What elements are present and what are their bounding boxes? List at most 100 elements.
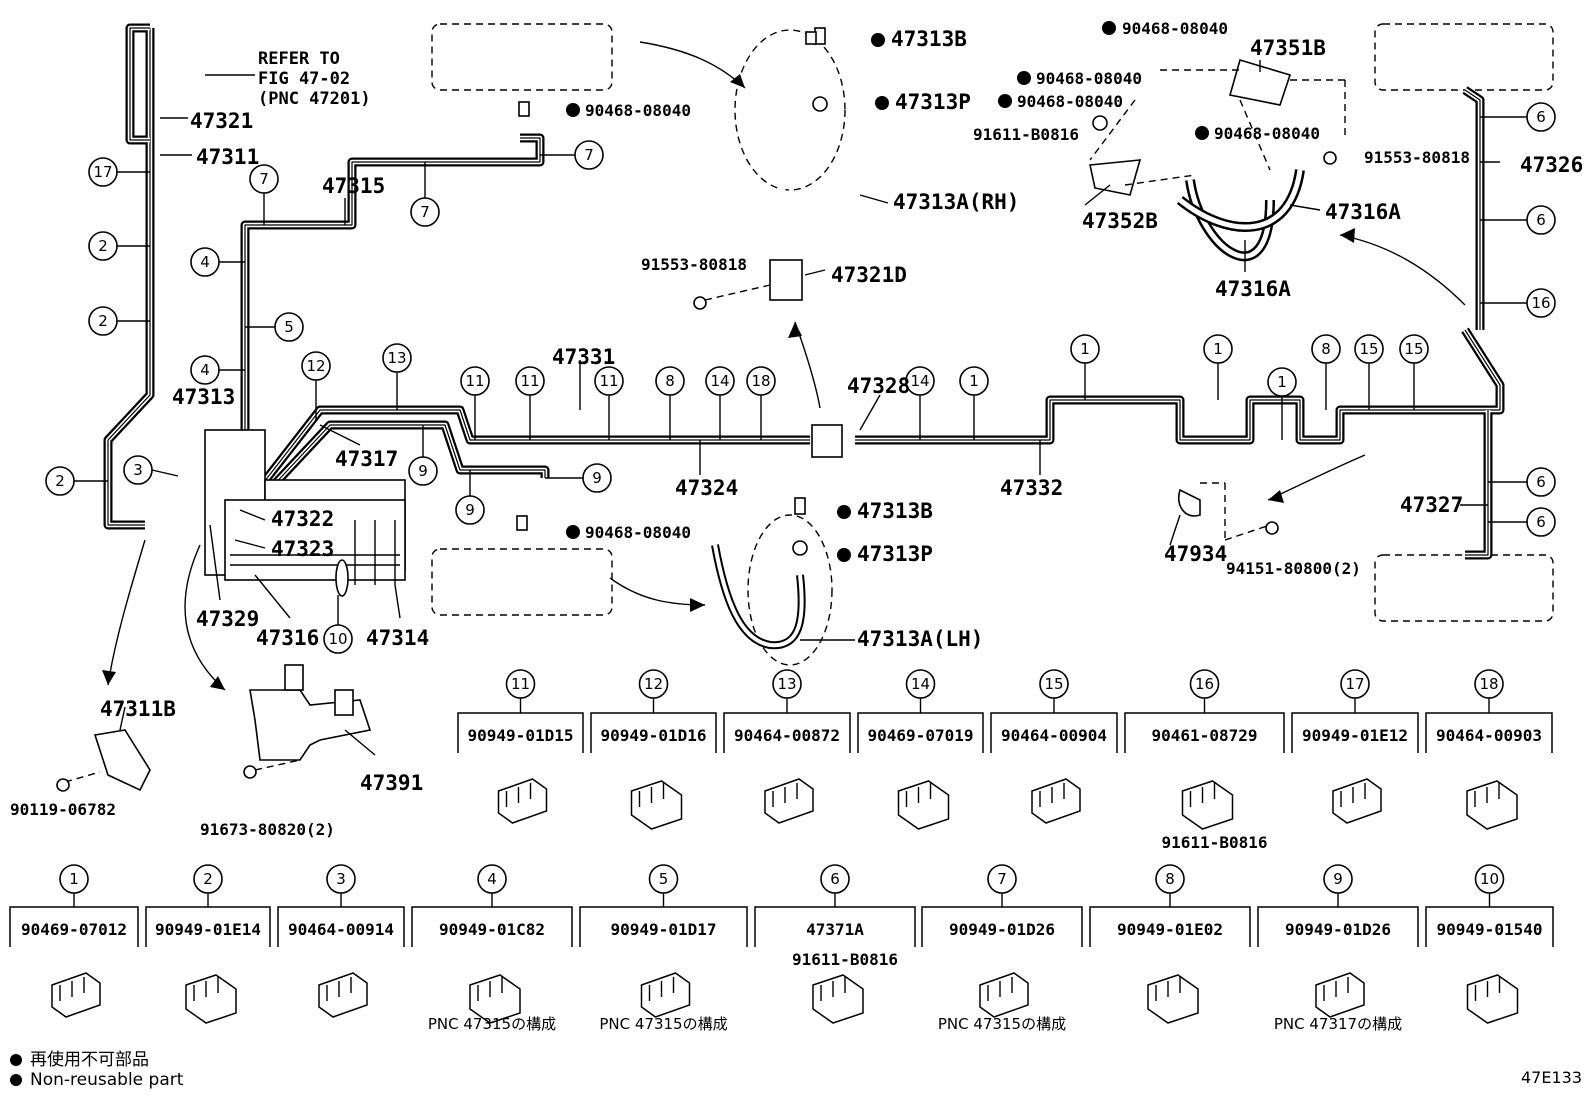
svg-text:12: 12 (306, 357, 325, 375)
svg-text:47327: 47327 (1400, 493, 1463, 517)
svg-text:4: 4 (200, 361, 210, 379)
svg-text:13: 13 (387, 349, 406, 367)
svg-text:16: 16 (1195, 675, 1214, 693)
svg-text:47311: 47311 (196, 145, 259, 169)
svg-text:8: 8 (1321, 340, 1331, 358)
svg-text:7: 7 (997, 870, 1007, 888)
svg-text:3: 3 (133, 461, 143, 479)
legend-en-text: Non-reusable part (30, 1070, 184, 1090)
svg-text:17: 17 (93, 163, 112, 181)
clip-callout-table: 1190949-01D151290949-01D161390464-008721… (9, 669, 1554, 1033)
svg-text:90119-06782: 90119-06782 (10, 800, 116, 819)
filled-dot-icon (10, 1054, 22, 1066)
hose-47313A-LH (711, 497, 833, 666)
svg-text:47313B: 47313B (857, 499, 933, 523)
clip-icon (1031, 778, 1081, 824)
diagram-labels: REFER TO FIG 47-02 (PNC 47201) 47321 473… (10, 19, 1583, 839)
svg-text:11: 11 (511, 675, 530, 693)
svg-text:90468-08040: 90468-08040 (585, 101, 691, 120)
svg-text:11: 11 (599, 372, 618, 390)
svg-text:90468-08040: 90468-08040 (585, 523, 691, 542)
svg-text:47321: 47321 (190, 109, 253, 133)
clip-extra-part: 91611-B0816 (1162, 833, 1268, 852)
svg-text:1: 1 (1213, 340, 1223, 358)
svg-text:47313: 47313 (172, 385, 235, 409)
clip-icon (1466, 780, 1518, 830)
clip-icon (185, 974, 237, 1024)
svg-text:2: 2 (98, 237, 108, 255)
svg-text:47321D: 47321D (831, 263, 907, 287)
clip-icon (640, 972, 691, 1018)
svg-text:16: 16 (1531, 294, 1550, 312)
filled-dot-icon (10, 1074, 22, 1086)
svg-text:47391: 47391 (360, 771, 423, 795)
svg-text:47314: 47314 (366, 626, 429, 650)
svg-text:47313A(RH): 47313A(RH) (893, 190, 1019, 214)
svg-text:3: 3 (336, 870, 346, 888)
clip-part-number: 90464-00904 (1001, 726, 1107, 745)
junction-block (204, 429, 406, 597)
svg-text:47313P: 47313P (857, 542, 933, 566)
clip-icon (497, 778, 548, 824)
svg-text:91611-B0816: 91611-B0816 (973, 125, 1079, 144)
refer-line1: REFER TO (258, 49, 340, 69)
svg-text:12: 12 (644, 675, 663, 693)
svg-text:90468-08040: 90468-08040 (1214, 124, 1320, 143)
svg-text:47331: 47331 (552, 345, 615, 369)
clip-part-number: 90949-01D15 (468, 726, 574, 745)
clip-part-number: 90464-00872 (734, 726, 840, 745)
svg-text:11: 11 (520, 372, 539, 390)
bracket-47321D (693, 259, 803, 310)
svg-text:6: 6 (1536, 108, 1546, 126)
svg-text:7: 7 (584, 146, 594, 164)
svg-text:47317: 47317 (335, 447, 398, 471)
svg-text:47351B: 47351B (1250, 36, 1326, 60)
refer-line3: (PNC 47201) (258, 89, 371, 109)
clip-icon (1315, 972, 1365, 1018)
legend-jp-text: 再使用不可部品 (30, 1050, 149, 1070)
svg-text:47352B: 47352B (1082, 209, 1158, 233)
bolt-icons (516, 31, 1337, 531)
clip-icon (51, 972, 101, 1018)
svg-text:2: 2 (55, 472, 65, 490)
clip-part-number: 47371A (806, 920, 864, 939)
clip-icon (1181, 780, 1234, 830)
svg-text:47311B: 47311B (100, 697, 176, 721)
diagram-clip-numbers: 17 2 2 2 3 4 5 4 7 7 7 12 13 11 11 11 8 (45, 102, 1556, 654)
ref-box-bottom-right (1374, 554, 1554, 622)
svg-text:11: 11 (465, 372, 484, 390)
svg-text:6: 6 (1536, 513, 1546, 531)
clip-extra-part: 91611-B0816 (792, 950, 898, 969)
clip-icon (812, 974, 864, 1024)
clip-note: PNC 47315の構成 (428, 1015, 556, 1033)
svg-text:90468-08040: 90468-08040 (1036, 69, 1142, 88)
svg-text:1: 1 (1277, 373, 1287, 391)
svg-text:47332: 47332 (1000, 476, 1063, 500)
refer-line2: FIG 47-02 (258, 69, 350, 89)
svg-text:9: 9 (465, 501, 475, 519)
svg-text:47313B: 47313B (891, 27, 967, 51)
svg-text:9: 9 (592, 469, 602, 487)
svg-text:1: 1 (969, 372, 979, 390)
svg-text:47322: 47322 (271, 507, 334, 531)
clip-icon (630, 780, 683, 830)
clip-note: PNC 47317の構成 (1274, 1015, 1402, 1033)
clip-47934 (1178, 482, 1279, 541)
clip-icon (1466, 974, 1519, 1024)
svg-text:14: 14 (710, 372, 729, 390)
union-joint (811, 424, 843, 458)
leader-lines (119, 60, 1500, 756)
svg-text:47313P: 47313P (895, 90, 971, 114)
hose-47313A-RH (734, 27, 882, 209)
svg-text:15: 15 (1359, 340, 1378, 358)
clip-part-number: 90949-01540 (1437, 920, 1543, 939)
clip-icon (979, 972, 1029, 1018)
callout-row1-11: 11 90949-01D15 (457, 669, 584, 824)
clip-part-number: 90949-01D16 (601, 726, 707, 745)
svg-text:6: 6 (1536, 473, 1546, 491)
